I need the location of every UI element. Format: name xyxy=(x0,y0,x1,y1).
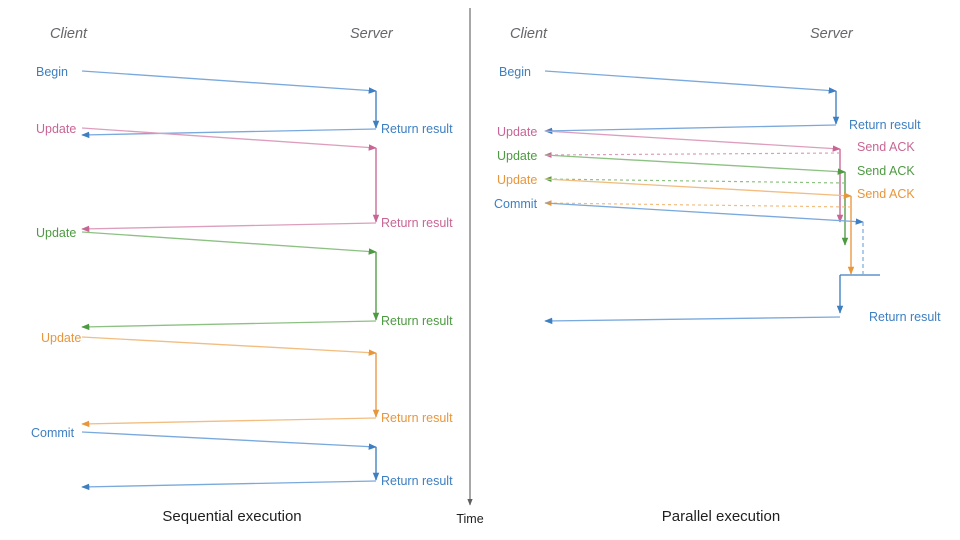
message-reply-commit xyxy=(81,480,377,491)
label-reply-update-3: Return result xyxy=(381,411,453,425)
message-reply-update-1 xyxy=(81,222,377,233)
message-request-update-3 xyxy=(544,178,852,199)
message-request-update-2 xyxy=(544,154,846,175)
label-ack-update-1: Send ACK xyxy=(857,140,915,154)
message-request-update-1 xyxy=(81,127,377,151)
message-request-begin xyxy=(544,70,837,94)
caption-parallel: Parallel execution xyxy=(662,508,780,525)
message-reply-begin xyxy=(544,124,837,135)
message-reply-commit xyxy=(544,316,841,325)
label-reply-begin: Return result xyxy=(381,122,453,136)
label-request-begin: Begin xyxy=(499,65,531,79)
label-reply-update-2: Return result xyxy=(381,314,453,328)
time-axis: Time xyxy=(456,8,484,526)
message-reply-begin xyxy=(81,128,377,139)
message-request-commit xyxy=(544,202,864,225)
label-request-update-2: Update xyxy=(36,226,76,240)
label-request-update-2: Update xyxy=(497,149,537,163)
label-ack-update-2: Send ACK xyxy=(857,164,915,178)
label-request-update-1: Update xyxy=(497,125,537,139)
label-reply-begin: Return result xyxy=(849,118,921,132)
message-request-begin xyxy=(81,70,377,94)
label-request-update-1: Update xyxy=(36,122,76,136)
time-axis-label: Time xyxy=(456,512,483,526)
message-reply-update-2 xyxy=(81,320,377,331)
lane-header-client: Client xyxy=(510,26,548,42)
label-request-commit: Commit xyxy=(31,426,75,440)
caption-sequential: Sequential execution xyxy=(162,508,301,525)
label-reply-commit: Return result xyxy=(381,474,453,488)
label-request-commit: Commit xyxy=(494,197,538,211)
label-request-update-3: Update xyxy=(41,331,81,345)
message-reply-update-3 xyxy=(81,417,377,428)
label-ack-update-3: Send ACK xyxy=(857,187,915,201)
panel-captions: Sequential execution Parallel execution xyxy=(162,508,780,525)
message-request-update-2 xyxy=(81,231,377,255)
label-reply-commit: Return result xyxy=(869,310,941,324)
lane-header-server: Server xyxy=(350,26,394,42)
label-reply-update-1: Return result xyxy=(381,216,453,230)
label-request-update-3: Update xyxy=(497,173,537,187)
message-ack-update-1 xyxy=(544,152,841,158)
message-ack-update-2 xyxy=(544,176,846,184)
label-request-begin: Begin xyxy=(36,65,68,79)
lane-header-client: Client xyxy=(50,26,88,42)
message-request-update-3 xyxy=(81,336,377,356)
message-request-update-1 xyxy=(544,130,841,152)
message-request-commit xyxy=(81,431,377,450)
lane-header-server: Server xyxy=(810,26,854,42)
